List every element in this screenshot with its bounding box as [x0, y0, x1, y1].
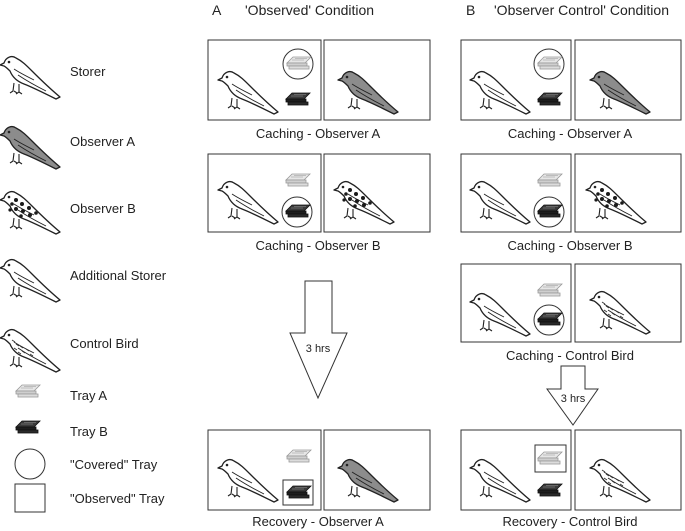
legend-covered-tray-icon: [14, 448, 46, 480]
condition-a-panel-caching-observer-a: Caching - Observer A: [207, 39, 431, 141]
condition-b-letter: B: [466, 2, 475, 18]
legend-observed-tray-label: "Observed" Tray: [70, 491, 165, 506]
legend-tray-a-label: Tray A: [70, 388, 107, 403]
condition-a-panel-3-caption: Recovery - Observer A: [252, 514, 384, 529]
condition-a-panel-caching-observer-b: Caching - Observer B: [207, 153, 431, 253]
condition-a-panel-1-caption: Caching - Observer A: [256, 126, 381, 141]
condition-a-interval-arrow: 3 hrs: [289, 280, 348, 400]
legend-tray-a-icon: [15, 384, 41, 398]
condition-b-panel-1-caption: Caching - Observer A: [508, 126, 633, 141]
legend-storer-label: Storer: [70, 64, 106, 79]
legend-additional-storer-icon: [0, 258, 61, 303]
legend-control-bird-icon: [0, 328, 61, 373]
legend-observer-b-icon: [0, 190, 61, 235]
condition-b: B 'Observer Control' Condition Caching -…: [460, 2, 682, 529]
legend-observer-a-label: Observer A: [70, 134, 135, 149]
condition-a-letter: A: [212, 2, 222, 18]
condition-b-interval-arrow: 3 hrs: [546, 365, 599, 426]
condition-b-panel-caching-control-bird: Caching - Control Bird: [460, 263, 682, 363]
legend: Storer Observer A Observer B Additional …: [0, 55, 167, 513]
condition-a-panel-recovery-observer-a: Recovery - Observer A: [207, 429, 431, 529]
legend-tray-b-label: Tray B: [70, 424, 108, 439]
condition-b-panel-recovery-control-bird: Recovery - Control Bird: [460, 429, 682, 529]
condition-b-panel-caching-observer-a: Caching - Observer A: [460, 39, 682, 141]
legend-observed-tray-icon: [14, 483, 46, 513]
condition-b-title: 'Observer Control' Condition: [494, 2, 669, 18]
condition-a-panel-2-caption: Caching - Observer B: [256, 238, 381, 253]
condition-b-control-bird: [589, 290, 651, 335]
legend-control-bird-label: Control Bird: [70, 336, 139, 351]
condition-b-panel-3-caption: Caching - Control Bird: [506, 348, 634, 363]
condition-b-panel-4-caption: Recovery - Control Bird: [502, 514, 637, 529]
condition-b-panel-2-caption: Caching - Observer B: [508, 238, 633, 253]
legend-tray-b-icon: [15, 420, 41, 434]
legend-observer-a-icon: [0, 125, 61, 170]
legend-covered-tray-label: "Covered" Tray: [70, 457, 158, 472]
condition-b-interval-label: 3 hrs: [561, 393, 586, 405]
condition-a-interval-label: 3 hrs: [306, 343, 331, 355]
legend-storer-icon: [0, 55, 61, 100]
condition-a: A 'Observed' Condition Caching - Observe…: [207, 2, 431, 529]
legend-observer-b-label: Observer B: [70, 201, 136, 216]
legend-additional-storer-label: Additional Storer: [70, 268, 167, 283]
condition-a-title: 'Observed' Condition: [245, 2, 374, 18]
condition-b-panel-caching-observer-b: Caching - Observer B: [460, 153, 682, 253]
